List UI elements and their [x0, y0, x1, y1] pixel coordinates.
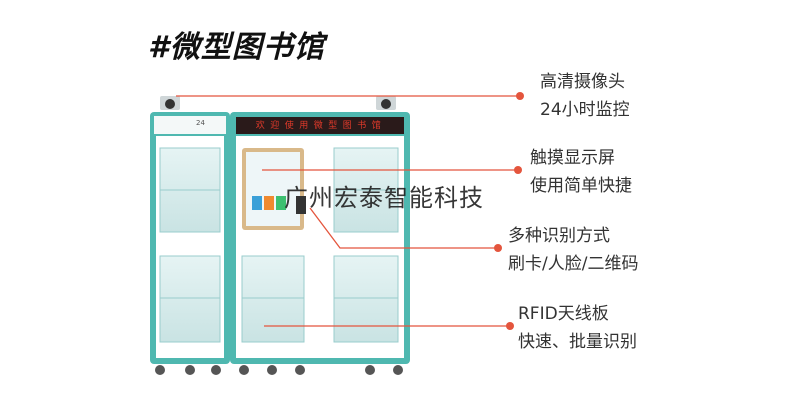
- callout-rfid-desc: 快速、批量识别: [518, 332, 637, 352]
- callout-camera-title: 高清摄像头: [540, 72, 625, 92]
- callout-dot-rfid: [506, 322, 514, 330]
- callout-screen-desc: 使用简单快捷: [530, 176, 632, 196]
- callout-camera-desc: 24小时监控: [540, 100, 630, 120]
- cabinet-header-left: [154, 116, 226, 134]
- callout-camera: 高清摄像头 24小时监控: [540, 68, 630, 124]
- card-reader: [296, 196, 306, 214]
- touch-screen: [246, 152, 300, 226]
- door-right-bottom: [333, 255, 399, 343]
- watermark-text: 广州宏泰智能科技: [284, 184, 484, 212]
- clock-text: 24: [196, 119, 205, 127]
- callout-screen: 触摸显示屏 使用简单快捷: [530, 144, 632, 200]
- callout-screen-title: 触摸显示屏: [530, 148, 615, 168]
- marquee-bar: [236, 117, 404, 134]
- callout-dot-screen: [514, 166, 522, 174]
- callout-rfid-title: RFID天线板: [518, 304, 609, 324]
- door-middle-bottom: [241, 255, 305, 343]
- callout-identification-desc: 刷卡/人脸/二维码: [508, 254, 639, 274]
- callout-dot-identification: [494, 244, 502, 252]
- callout-dot-camera: [516, 92, 524, 100]
- callout-rfid: RFID天线板 快速、批量识别: [518, 300, 637, 356]
- door-left-bottom: [159, 255, 221, 343]
- page-title: #微型图书馆: [148, 30, 325, 65]
- marquee-text: 欢迎使用微型图书馆: [255, 121, 387, 131]
- callout-identification-title: 多种识别方式: [508, 226, 610, 246]
- camera-left: [160, 96, 180, 110]
- camera-right: [376, 96, 396, 110]
- callout-identification: 多种识别方式 刷卡/人脸/二维码: [508, 222, 638, 278]
